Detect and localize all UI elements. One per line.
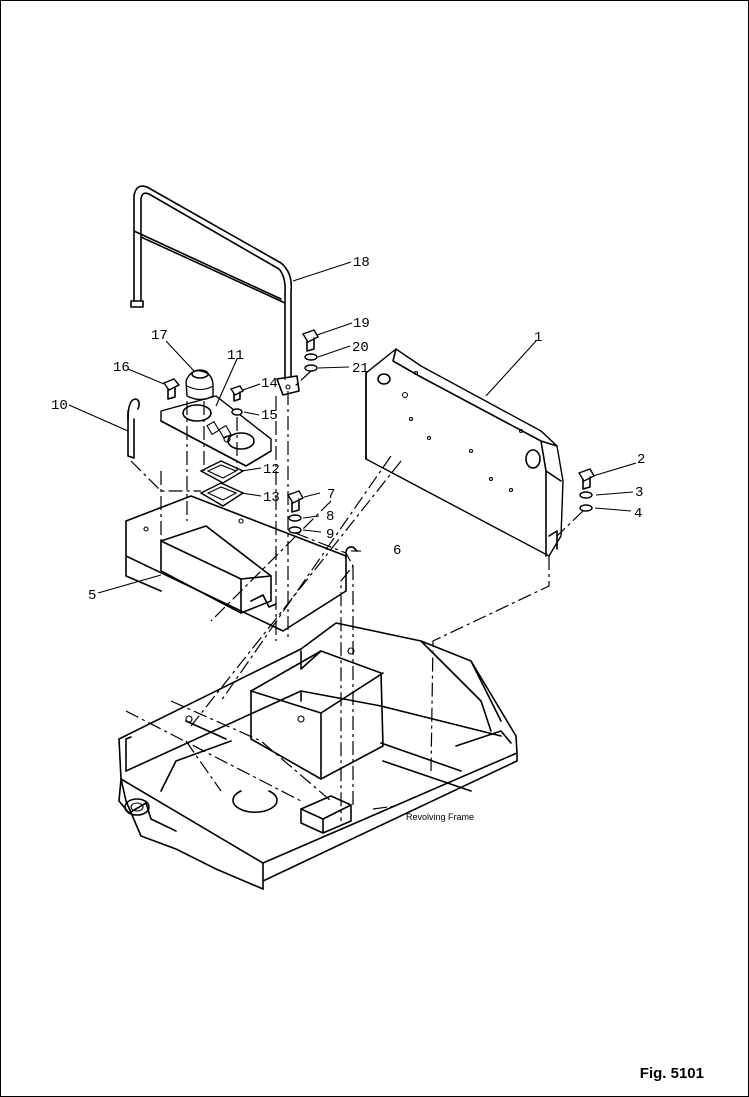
callout-15: 15 — [261, 408, 278, 424]
figure-label: Fig. 5101 — [639, 1065, 704, 1082]
cover-part-1 — [365, 348, 564, 557]
washer-part-3 — [579, 491, 593, 499]
callout-numbers: 1 2 3 4 5 6 7 8 9 10 11 12 13 14 15 16 1… — [51, 255, 645, 604]
bolt-part-7 — [286, 490, 304, 513]
washer-part-15 — [231, 408, 243, 416]
washer-part-4 — [579, 504, 593, 512]
revolving-frame — [118, 622, 518, 890]
callout-10: 10 — [51, 398, 68, 414]
bolt-part-14 — [229, 385, 244, 402]
assembly-lines — [125, 370, 584, 821]
callout-18: 18 — [353, 255, 370, 271]
control-plate-part-11 — [160, 395, 272, 467]
bolt-part-19 — [301, 329, 319, 352]
bolt-part-2 — [577, 468, 595, 490]
washer-part-20 — [304, 353, 318, 361]
callout-9: 9 — [326, 527, 334, 543]
callout-14: 14 — [261, 376, 278, 392]
callout-4: 4 — [634, 506, 642, 522]
leader-lines — [68, 261, 637, 594]
callout-6: 6 — [393, 543, 401, 559]
callout-1: 1 — [534, 330, 542, 346]
callout-16: 16 — [113, 360, 130, 376]
callout-17: 17 — [151, 328, 168, 344]
bolt-part-16 — [162, 378, 181, 400]
callout-20: 20 — [352, 340, 369, 356]
lever-part-10 — [127, 398, 140, 459]
callout-5: 5 — [88, 588, 96, 604]
step-base-part-5 — [125, 495, 347, 632]
handrail-part-18 — [130, 185, 300, 396]
washer-part-8 — [288, 514, 302, 522]
callout-3: 3 — [635, 485, 643, 501]
callout-21: 21 — [352, 361, 369, 377]
knob-part-17 — [185, 369, 214, 401]
washer-part-21 — [304, 364, 318, 372]
callout-11: 11 — [227, 348, 244, 364]
callout-13: 13 — [263, 490, 280, 506]
pad-part-12 — [199, 460, 245, 484]
callout-2: 2 — [637, 452, 645, 468]
revolving-frame-caption: Revolving Frame — [406, 812, 474, 822]
callout-19: 19 — [353, 316, 370, 332]
callout-12: 12 — [263, 462, 280, 478]
callout-7: 7 — [327, 487, 335, 503]
callout-8: 8 — [326, 509, 334, 525]
